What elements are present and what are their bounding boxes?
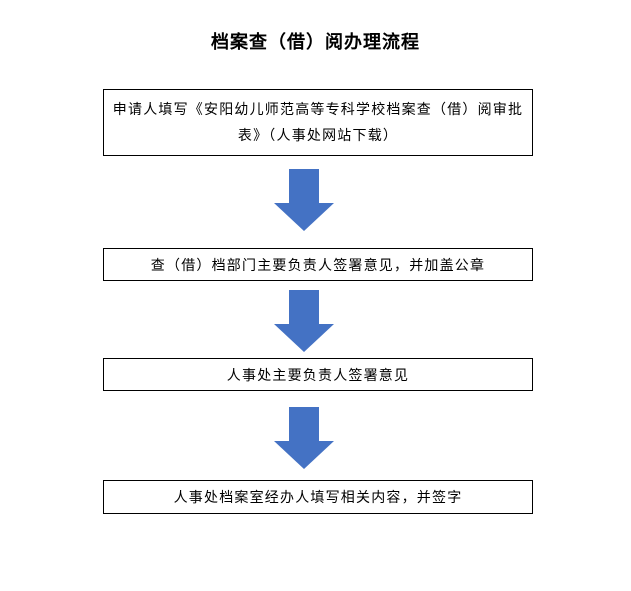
down-arrow-icon [274,290,334,352]
flow-step-hr-approval: 人事处主要负责人签署意见 [103,358,533,391]
down-arrow-icon [274,169,334,231]
flow-step-department-approval-text: 查（借）档部门主要负责人签署意见，并加盖公章 [150,257,486,274]
down-arrow-icon [274,407,334,469]
flow-step-hr-approval-text: 人事处主要负责人签署意见 [226,367,410,384]
flow-step-apply-text: 申请人填写《安阳幼儿师范高等专科学校档案查（借）阅审批表》（人事处网站下载） [112,101,524,144]
flow-step-archive-processing: 人事处档案室经办人填写相关内容，并签字 [103,480,533,514]
flow-step-apply: 申请人填写《安阳幼儿师范高等专科学校档案查（借）阅审批表》（人事处网站下载） [103,89,533,156]
page-title: 档案查（借）阅办理流程 [211,32,420,53]
flow-step-department-approval: 查（借）档部门主要负责人签署意见，并加盖公章 [103,248,533,281]
flow-step-archive-processing-text: 人事处档案室经办人填写相关内容，并签字 [173,490,463,506]
